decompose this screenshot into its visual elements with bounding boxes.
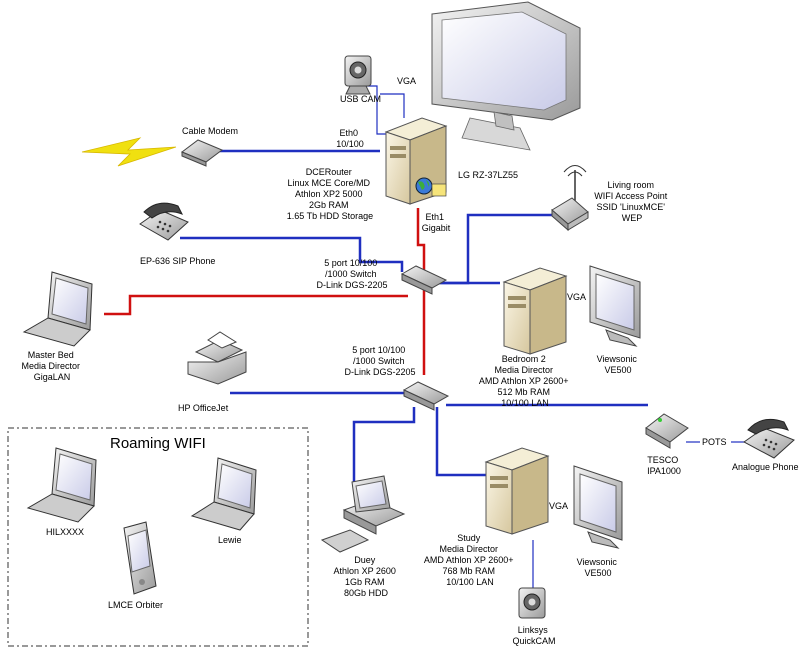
duey-label: Duey Athlon XP 2600 1Gb RAM 80Gb HDD [334, 555, 399, 598]
roaming-wifi-group [7, 427, 309, 647]
tesco-label: TESCO IPA1000 [647, 455, 681, 476]
tower-pc-icon [484, 447, 550, 535]
cable-router-switch2 [416, 208, 426, 375]
access-point-label: Living room WIFI Access Point SSID 'Linu… [594, 180, 670, 223]
cable-masterbed-switch1 [104, 294, 408, 316]
printer-icon [187, 331, 247, 385]
switch-icon [400, 265, 448, 295]
modem-icon [645, 413, 689, 449]
analogue-phone-label: Analogue Phone [732, 462, 799, 472]
laptop-icon [26, 447, 97, 523]
labels: VGA USB CAM Cable Modem Eth0 10/100 DCER… [21, 76, 798, 646]
cable-switch2-duey [352, 407, 416, 490]
lg-tv-label: LG RZ-37LZ55 [458, 170, 518, 180]
cable-modem-label: Cable Modem [182, 126, 238, 136]
usb-cam-label: USB CAM [340, 94, 381, 104]
lightning-icon [81, 137, 177, 167]
hilxxxx-label: HILXXXX [46, 527, 84, 537]
phone-icon [743, 418, 795, 459]
monitor-icon [431, 1, 581, 151]
webcam-icon [344, 55, 372, 95]
vga-top-label: VGA [397, 76, 416, 86]
viewsonic2-label: Viewsonic VE500 [577, 557, 620, 578]
cable-switch2-study [435, 407, 490, 477]
switch2-label: 5 port 10/100 /1000 Switch D-Link DGS-22… [344, 345, 415, 377]
viewsonic1-label: Viewsonic VE500 [597, 354, 640, 375]
bedroom2-vga-label: VGA [567, 292, 586, 302]
desktop-pc-icon [320, 475, 406, 553]
wifi-ap-icon [551, 165, 589, 232]
laptop-icon [22, 271, 93, 347]
sip-phone-label: EP-636 SIP Phone [140, 256, 215, 266]
pda-icon [123, 521, 157, 595]
switch1-label: 5 port 10/100 /1000 Switch D-Link DGS-22… [316, 258, 387, 290]
study-vga-label: VGA [549, 501, 568, 511]
globe-icon [415, 177, 447, 197]
cable-vga-tv [380, 93, 405, 118]
phone-icon [139, 202, 189, 241]
laptop-icon [190, 457, 257, 531]
bedroom2-label: Bedroom 2 Media Director AMD Athlon XP 2… [479, 354, 571, 408]
modem-icon [181, 139, 223, 167]
router-label: DCERouter Linux MCE Core/MD Athlon XP2 5… [287, 167, 373, 221]
hp-officejet-label: HP OfficeJet [178, 403, 229, 413]
eth0-label: Eth0 10/100 [336, 128, 364, 149]
webcam-icon [518, 587, 546, 619]
monitor-icon [573, 465, 623, 549]
pots-label: POTS [702, 437, 727, 447]
lewie-label: Lewie [218, 535, 242, 545]
eth1-label: Eth1 Gigabit [422, 212, 451, 233]
cables [81, 85, 745, 590]
cable-usbcam-router [364, 85, 390, 135]
study-label: Study Media Director AMD Athlon XP 2600+… [424, 533, 516, 587]
cable-sip-switch1 [180, 236, 404, 272]
master-bed-label: Master Bed Media Director GigaLAN [21, 350, 82, 382]
tower-pc-icon [502, 267, 568, 355]
switch-icon [402, 381, 450, 411]
linksys-label: Linksys QuickCAM [512, 625, 555, 646]
monitor-icon [589, 265, 641, 347]
roaming-wifi-title: Roaming WIFI [110, 435, 206, 452]
lmce-orbiter-label: LMCE Orbiter [108, 600, 163, 610]
